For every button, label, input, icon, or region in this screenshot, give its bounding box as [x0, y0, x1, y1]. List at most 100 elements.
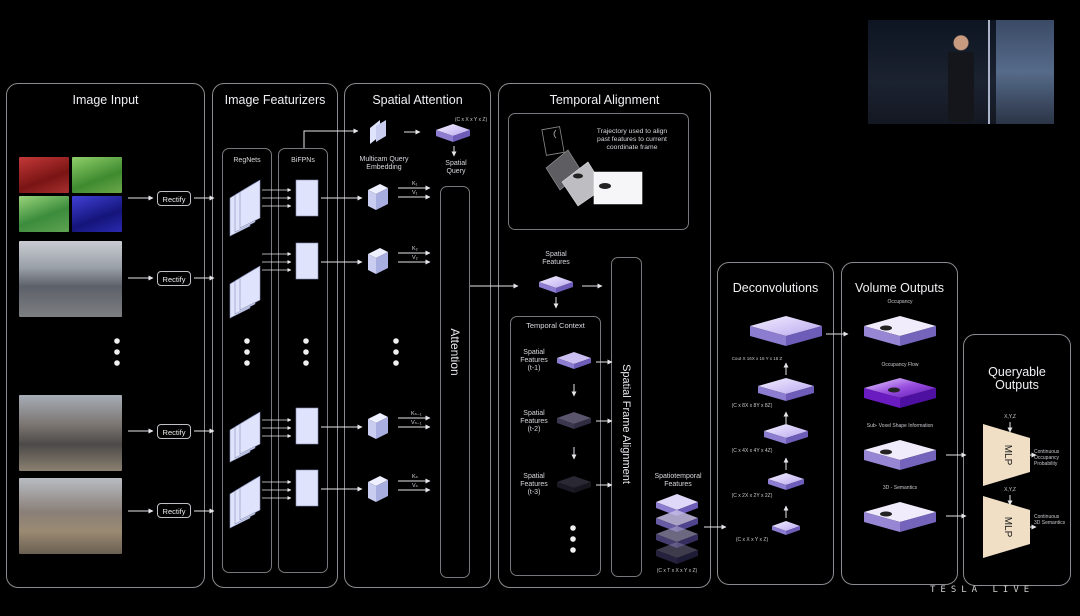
feature-t1-label-l3: (t-1) — [527, 365, 541, 372]
output1-label-l3: Probability — [1034, 461, 1058, 467]
regnets-label: RegNets — [233, 157, 261, 164]
spatial-features-slab — [539, 276, 573, 293]
output1-label-l2: Occupancy — [1034, 455, 1060, 461]
panel-spatial-attention: Spatial Attention — [344, 83, 491, 588]
ellipsis-dots — [114, 338, 576, 553]
volume-occupancy-flow-label: Occupancy Flow — [881, 362, 919, 368]
feature-t3-slab — [557, 476, 591, 493]
deconv-label-16x: Cout X 16X x 16 Y x 16 Z — [731, 356, 783, 361]
video-background-screen — [996, 20, 1054, 124]
feature-t2-slab — [557, 412, 591, 429]
panel-volume-outputs: Volume Outputs — [841, 262, 958, 585]
deconv-label-1x: (C x X x Y x Z) — [735, 537, 769, 543]
panel-image-featurizers: Image Featurizers — [212, 83, 338, 588]
kv-labels: K₁ V₁ K₂ V₂ Kₙ₋₁ Vₙ₋₁ Kₙ Vₙ — [411, 181, 422, 489]
output1-label-l1: Continuous — [1034, 449, 1060, 455]
feature-t1-label-l1: Spatial — [523, 349, 545, 356]
video-divider — [988, 20, 990, 124]
bifpn-block-4 — [295, 469, 319, 507]
temporal-context-label: Temporal Context — [526, 321, 585, 330]
output2-label-l2: 3D Semantics — [1034, 520, 1066, 526]
feature-t2-label-l3: (t-2) — [527, 426, 541, 433]
arrows — [128, 129, 1013, 530]
volume-occupancy-label: Occupancy — [887, 299, 913, 305]
rectify-button-3: Rectify — [157, 424, 191, 439]
spatiotemporal-label-l2: Features — [664, 481, 692, 488]
bifpn-block-2 — [295, 242, 319, 280]
panel-queryable-outputs: Queryable Outputs — [963, 334, 1071, 586]
panel-title-volume-outputs: Volume Outputs — [855, 281, 944, 295]
volume-subvoxel-label: Sub- Voxel Shape Information — [866, 423, 934, 429]
panel-title-queryable-l1: Queryable — [988, 365, 1046, 379]
kn1-label: Kₙ₋₁ — [411, 411, 422, 417]
presenter-video-inset — [868, 20, 1054, 124]
deconv-label-8x: (C x 8X x 8Y x 8Z) — [731, 403, 773, 409]
tesla-live-logo: TESLA LIVE — [930, 585, 1035, 595]
spatiotemporal-label-l1: Spatiotemporal — [654, 473, 702, 480]
spatial-query-label-l2: Query — [446, 168, 466, 175]
k1-label: K₁ — [412, 181, 418, 187]
rectify-button-4: Rectify — [157, 503, 191, 518]
deconv-label-4x: (C x 4X x 4Y x 4Z) — [731, 448, 773, 454]
rectify-button-1: Rectify — [157, 191, 191, 206]
bifpns-box — [278, 148, 328, 573]
presenter-figure — [948, 34, 974, 122]
multicam-query-label-l2: Embedding — [366, 164, 402, 171]
feature-t3-label-l1: Spatial — [523, 473, 545, 480]
deconv-slabs — [750, 316, 822, 535]
multicam-query-embedding-icon — [370, 120, 386, 144]
temporal-context-box — [510, 316, 601, 576]
feature-t1-slab — [557, 352, 591, 369]
volume-semantics-label: 3D - Semantics — [882, 485, 918, 491]
deconv-slab-1x — [772, 521, 800, 535]
spatial-frame-alignment-box — [611, 257, 642, 577]
panel-deconvolutions: Deconvolutions — [717, 262, 834, 585]
k2-label: K₂ — [412, 246, 418, 252]
camera-image-green-2 — [19, 196, 69, 232]
feature-t2-label-l2: Features — [520, 418, 548, 425]
kn-label: Kₙ — [412, 474, 419, 480]
camera-image-red — [19, 157, 69, 193]
mlp-blocks — [983, 424, 1030, 558]
spatial-query-label-l1: Spatial — [445, 160, 467, 167]
volume-slabs — [864, 316, 936, 532]
bifpns-label: BiFPNs — [291, 157, 315, 164]
panel-temporal-alignment: Temporal Alignment — [498, 83, 711, 588]
spatial-features-label-l2: Features — [542, 259, 570, 266]
trajectory-graphic — [541, 126, 643, 207]
camera-image-street-3 — [19, 478, 122, 554]
regnet-stack-2 — [229, 265, 261, 319]
query-cubes — [368, 120, 388, 502]
spatiotemporal-dims-label: (C x T x X x Y x Z) — [656, 568, 698, 574]
deconv-label-2x: (C x 2X x 2Y x 2Z) — [731, 493, 773, 499]
regnet-stacks — [229, 179, 261, 529]
feature-t3-label-l3: (t-3) — [527, 489, 541, 496]
spatiotemporal-stack — [656, 494, 698, 564]
volume-occupancy-slab — [864, 316, 936, 346]
bifpn-block-1 — [295, 179, 319, 217]
deconv-slab-4x — [764, 424, 808, 444]
spatial-query-slab — [436, 124, 470, 142]
spatial-features-label-l1: Spatial — [545, 251, 567, 258]
regnet-stack-4 — [229, 475, 261, 529]
feature-t1-label-l2: Features — [520, 357, 548, 364]
trajectory-text-l1: Trajectory used to align — [596, 128, 668, 135]
deconv-slab-8x — [758, 378, 814, 401]
camera-image-blue — [72, 196, 122, 232]
panel-title-image-input: Image Input — [72, 93, 139, 107]
volume-semantics-slab — [864, 502, 936, 532]
feature-t2-label-l1: Spatial — [523, 410, 545, 417]
rectify-button-2: Rectify — [157, 271, 191, 286]
camera-image-green-1 — [72, 157, 122, 193]
volume-subvoxel-slab — [864, 440, 936, 470]
mlp-labels: MLP MLP — [1002, 445, 1013, 538]
bifpn-block-3 — [295, 407, 319, 445]
panel-title-spatial-attention: Spatial Attention — [372, 93, 463, 107]
feature-t3-label-l2: Features — [520, 481, 548, 488]
vn-label: Vₙ — [412, 483, 419, 489]
query-dims-label: (C x X x Y x Z) — [454, 117, 488, 123]
bifpn-blocks — [295, 179, 319, 507]
v2-label: V₂ — [412, 255, 418, 261]
panel-title-temporal-alignment: Temporal Alignment — [549, 93, 660, 107]
